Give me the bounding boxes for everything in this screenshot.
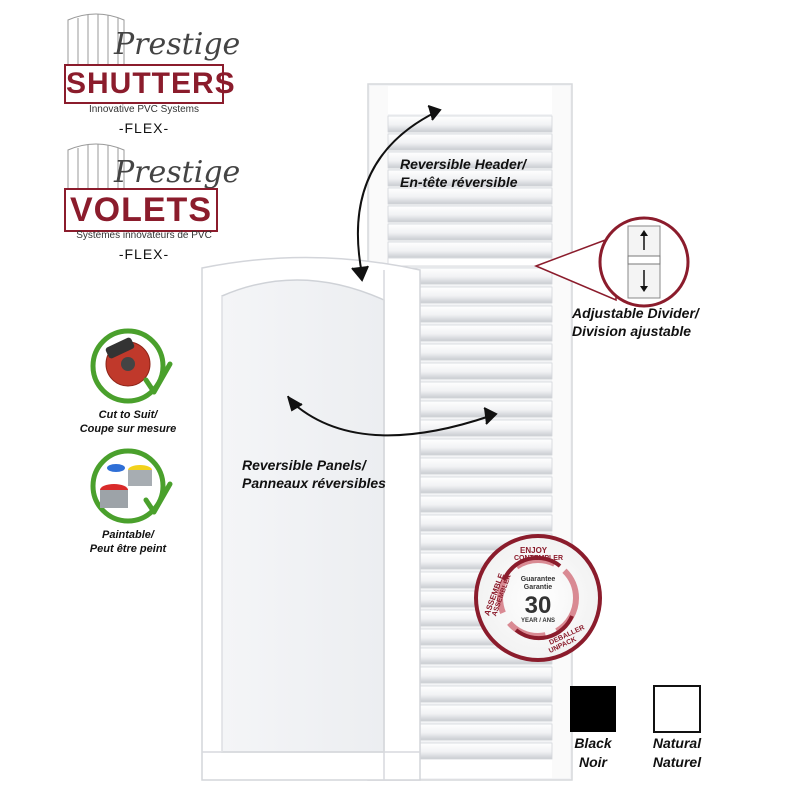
callout-header-en: Reversible Header/ xyxy=(400,156,527,172)
feature-label-en: Paintable/ xyxy=(102,529,154,541)
reversible-panels-arrow xyxy=(287,395,498,437)
callout-reversible-header: Reversible Header/ En-tête réversible xyxy=(400,155,526,191)
callout-reversible-panels: Reversible Panels/ Panneaux réversibles xyxy=(242,456,386,492)
callout-header-fr: En-tête réversible xyxy=(400,174,518,190)
color-name-en: Natural xyxy=(652,735,702,751)
brand-tagline: Innovative PVC Systems xyxy=(88,104,200,115)
louver-slat xyxy=(387,115,553,133)
color-swatch-natural xyxy=(653,685,701,733)
feature-paintable: Paintable/ Peut être peint xyxy=(68,528,188,556)
callout-divider-fr: Division ajustable xyxy=(572,323,692,339)
feature-cut-to-suit: Cut to Suit/ Coupe sur mesure xyxy=(68,408,188,436)
badge-years-label: YEAR / ANS xyxy=(520,618,556,624)
saw-icon xyxy=(90,328,173,404)
callout-divider-en: Adjustable Divider/ xyxy=(572,305,699,321)
brand-flex-label: -FLEX- xyxy=(118,120,170,136)
brand-script-text: Prestige xyxy=(114,27,241,62)
louver-slat xyxy=(387,187,553,205)
louver-slat xyxy=(387,205,553,223)
feature-label-fr: Peut être peint xyxy=(89,543,167,555)
brand-flex-label: -FLEX- xyxy=(118,246,170,262)
color-label-natural: Natural Naturel xyxy=(637,734,717,772)
brand-logo-volets: Prestige VOLETS Systèmes innovateurs de … xyxy=(62,138,240,268)
brand-wordmark: SHUTTERS xyxy=(64,64,235,104)
color-label-black: Black Noir xyxy=(553,734,633,772)
callout-panels-fr: Panneaux réversibles xyxy=(242,475,386,491)
louver-slat xyxy=(387,133,553,151)
feature-label-en: Cut to Suit/ xyxy=(98,409,158,421)
feature-label-fr: Coupe sur mesure xyxy=(79,423,177,435)
reversible-header-arrow xyxy=(351,105,442,282)
shutter-outline-graphic xyxy=(67,13,125,68)
callout-panels-en: Reversible Panels/ xyxy=(242,457,366,473)
badge-guarantee-en: Guarantee xyxy=(520,576,556,583)
badge-years: 30 xyxy=(524,592,552,619)
color-name-en: Black xyxy=(574,735,612,751)
callout-adjustable-divider: Adjustable Divider/ Division ajustable xyxy=(572,304,699,340)
guarantee-badge xyxy=(474,534,602,662)
color-name-fr: Noir xyxy=(579,754,607,770)
badge-top-label: ENJOY xyxy=(520,546,548,555)
badge-text: ENJOY CONTEMPLER ASSEMBLE ASSEMBLER Guar… xyxy=(476,536,600,660)
brand-script-text: Prestige xyxy=(114,155,241,190)
badge-top-label-fr: CONTEMPLER xyxy=(514,555,563,562)
brand-logo-shutters: Prestige SHUTTERS Innovative PVC Systems… xyxy=(62,8,240,138)
louver-slat xyxy=(387,241,553,259)
raised-panel-shutter xyxy=(201,256,421,781)
color-swatch-black xyxy=(570,686,616,732)
color-name-fr: Naturel xyxy=(652,754,702,770)
badge-guarantee-fr: Garantie xyxy=(523,584,553,591)
paint-cans-icon xyxy=(90,448,173,524)
louver-slat xyxy=(387,223,553,241)
brand-tagline: Systèmes innovateurs de PVC xyxy=(76,230,212,241)
louver-slat xyxy=(387,169,553,187)
divider-callout xyxy=(533,216,690,308)
louver-slat xyxy=(387,151,553,169)
brand-wordmark: VOLETS xyxy=(64,188,218,232)
